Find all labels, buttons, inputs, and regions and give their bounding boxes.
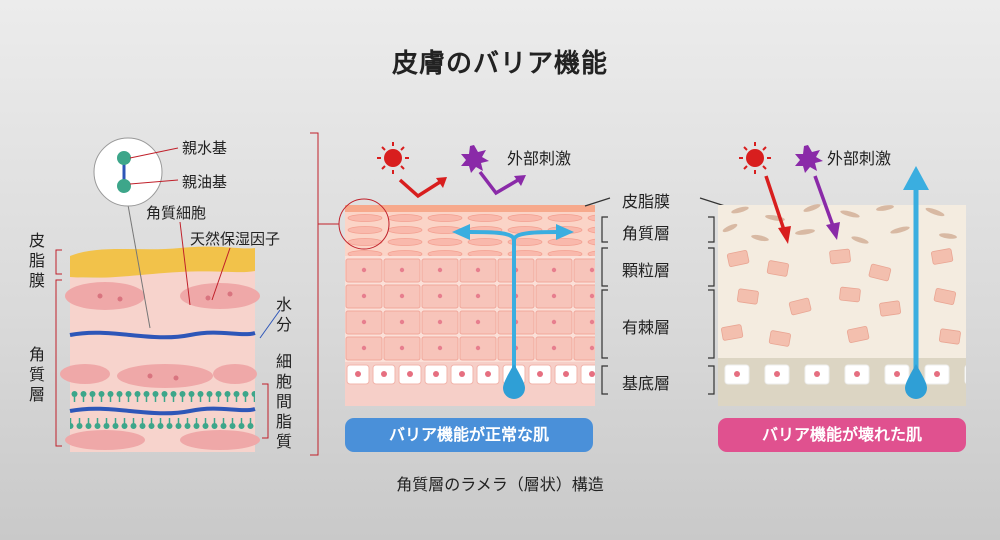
zoom-bracket <box>310 132 319 456</box>
penetrating-stimulus-arrow <box>813 175 835 227</box>
lipophilic-tail <box>117 179 131 193</box>
external-stimulus-label: 外部刺激 <box>507 149 572 168</box>
corneocyte-cell <box>180 283 260 309</box>
water-layer <box>69 330 256 340</box>
corneocyte-cell <box>60 364 110 384</box>
stimulus-burst-icon <box>461 145 489 173</box>
layer-sebum-film: 皮脂膜 <box>622 192 671 211</box>
damaged-skin-illustration <box>718 166 966 406</box>
layer-basal: 基底層 <box>622 374 671 393</box>
external-stimulus-label: 外部刺激 <box>827 149 892 168</box>
corneocyte-cell <box>213 364 257 384</box>
lipid-bracket <box>262 383 269 439</box>
sun-icon <box>377 142 409 174</box>
corneocyte-cell <box>117 364 213 388</box>
zoom-circle <box>93 137 163 207</box>
corneum-bracket <box>55 279 62 447</box>
damaged-skin-badge: バリア機能が壊れた肌 <box>718 418 966 452</box>
sebum-film-label: 皮脂膜 <box>28 231 45 290</box>
water-drop-icon <box>503 364 525 399</box>
layer-stratum-corneum: 角質層 <box>622 224 671 243</box>
normal-skin-badge: バリア機能が正常な肌 <box>345 418 593 452</box>
stimulus-burst-icon <box>795 145 823 173</box>
lamellar-illustration <box>60 246 260 452</box>
corneocyte-cell <box>65 430 145 450</box>
reflected-stimulus-arrow <box>478 170 519 196</box>
water-layer <box>69 406 256 416</box>
water-drop-icon <box>905 364 927 399</box>
lipophilic-label: 親油基 <box>182 173 228 191</box>
nmf-label: 天然保湿因子 <box>190 230 281 248</box>
page-title: 皮膚のバリア機能 <box>391 49 608 79</box>
hydrophilic-head <box>117 151 131 165</box>
molecule-zoom <box>93 137 179 329</box>
layer-spinous: 有棘層 <box>622 318 671 337</box>
caption: 角質層のラメラ（層状）構造 <box>396 475 604 494</box>
sebum-bracket <box>55 249 62 275</box>
layer-granular: 顆粒層 <box>622 261 671 280</box>
stratum-corneum-label: 角質層 <box>28 345 45 404</box>
hydrophilic-label: 親水基 <box>182 139 228 157</box>
corneocyte-cell <box>180 430 260 450</box>
corneocyte-cell <box>65 282 145 310</box>
penetrating-uv-arrow <box>764 175 786 231</box>
sun-icon <box>739 142 771 174</box>
sebum-film-layer <box>70 246 255 278</box>
water-flow-arrow <box>469 230 559 372</box>
water-label: 水分 <box>275 295 292 334</box>
corneocyte-label: 角質細胞 <box>146 204 207 222</box>
reflected-uv-arrow <box>398 178 441 199</box>
intercellular-lipid-label: 細胞間脂質 <box>275 352 292 451</box>
normal-skin-illustration <box>318 198 595 406</box>
